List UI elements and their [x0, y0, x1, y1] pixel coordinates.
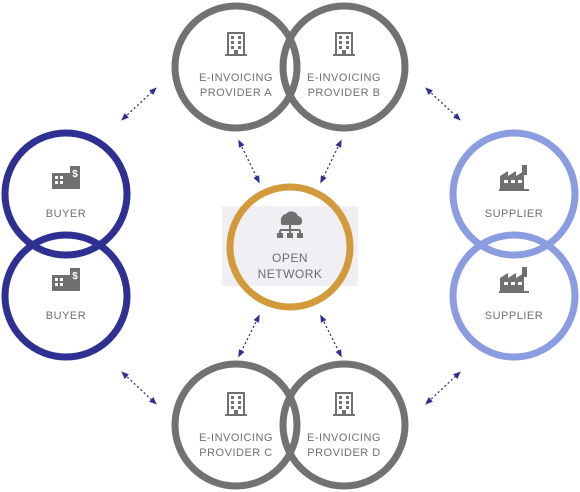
arrow-network-provider-d	[320, 314, 342, 358]
office-building-icon	[332, 32, 356, 57]
arrow-provider-a-network	[238, 139, 260, 184]
provider-a-label: E-INVOICING PROVIDER A	[181, 71, 291, 101]
open-network-node	[222, 183, 358, 311]
provider-b-line1: E-INVOICING	[307, 72, 381, 84]
provider-b-label: E-INVOICING PROVIDER B	[289, 71, 399, 101]
open-network-ring	[226, 183, 354, 311]
provider-d-label: E-INVOICING PROVIDER D	[289, 431, 399, 461]
arrow-provider-d-supplier	[425, 371, 461, 405]
provider-d-line1: E-INVOICING	[307, 432, 381, 444]
open-network-line1: OPEN	[271, 251, 308, 265]
provider-c-ring	[171, 360, 301, 490]
buyer-1-label: BUYER	[45, 208, 87, 220]
provider-c-line1: E-INVOICING	[199, 432, 273, 444]
factory-icon	[499, 165, 529, 191]
provider-c-label: E-INVOICING PROVIDER C	[181, 431, 291, 461]
arrow-buyer-provider-a	[121, 87, 157, 121]
arrow-provider-b-supplier	[425, 87, 461, 121]
provider-a-ring	[171, 2, 301, 132]
building-dollar-icon	[52, 268, 80, 291]
provider-d-ring	[279, 360, 409, 490]
open-network-line2: NETWORK	[257, 267, 323, 281]
provider-d-line2: PROVIDER D	[307, 447, 381, 459]
supplier-1-ring	[449, 129, 579, 259]
office-building-icon	[224, 32, 248, 57]
office-building-icon	[224, 392, 248, 417]
arrow-buyer-provider-c	[121, 371, 157, 405]
building-dollar-icon	[52, 166, 80, 189]
supplier-1-label: SUPPLIER	[484, 208, 544, 220]
office-building-icon	[332, 392, 356, 417]
provider-a-line2: PROVIDER A	[199, 87, 273, 99]
provider-b-line2: PROVIDER B	[307, 87, 381, 99]
buyer-1-ring	[1, 129, 131, 259]
supplier-2-ring	[449, 231, 579, 361]
factory-icon	[499, 267, 529, 293]
supplier-2-label: SUPPLIER	[484, 310, 544, 322]
buyer-2-ring	[1, 231, 131, 361]
open-network-label: OPEN NETWORK	[235, 250, 345, 282]
provider-c-line2: PROVIDER C	[199, 447, 273, 459]
arrow-network-provider-c	[238, 314, 260, 358]
provider-a-line1: E-INVOICING	[199, 72, 273, 84]
arrow-provider-b-network	[320, 139, 342, 184]
provider-b-ring	[279, 2, 409, 132]
buyer-2-label: BUYER	[45, 310, 87, 322]
